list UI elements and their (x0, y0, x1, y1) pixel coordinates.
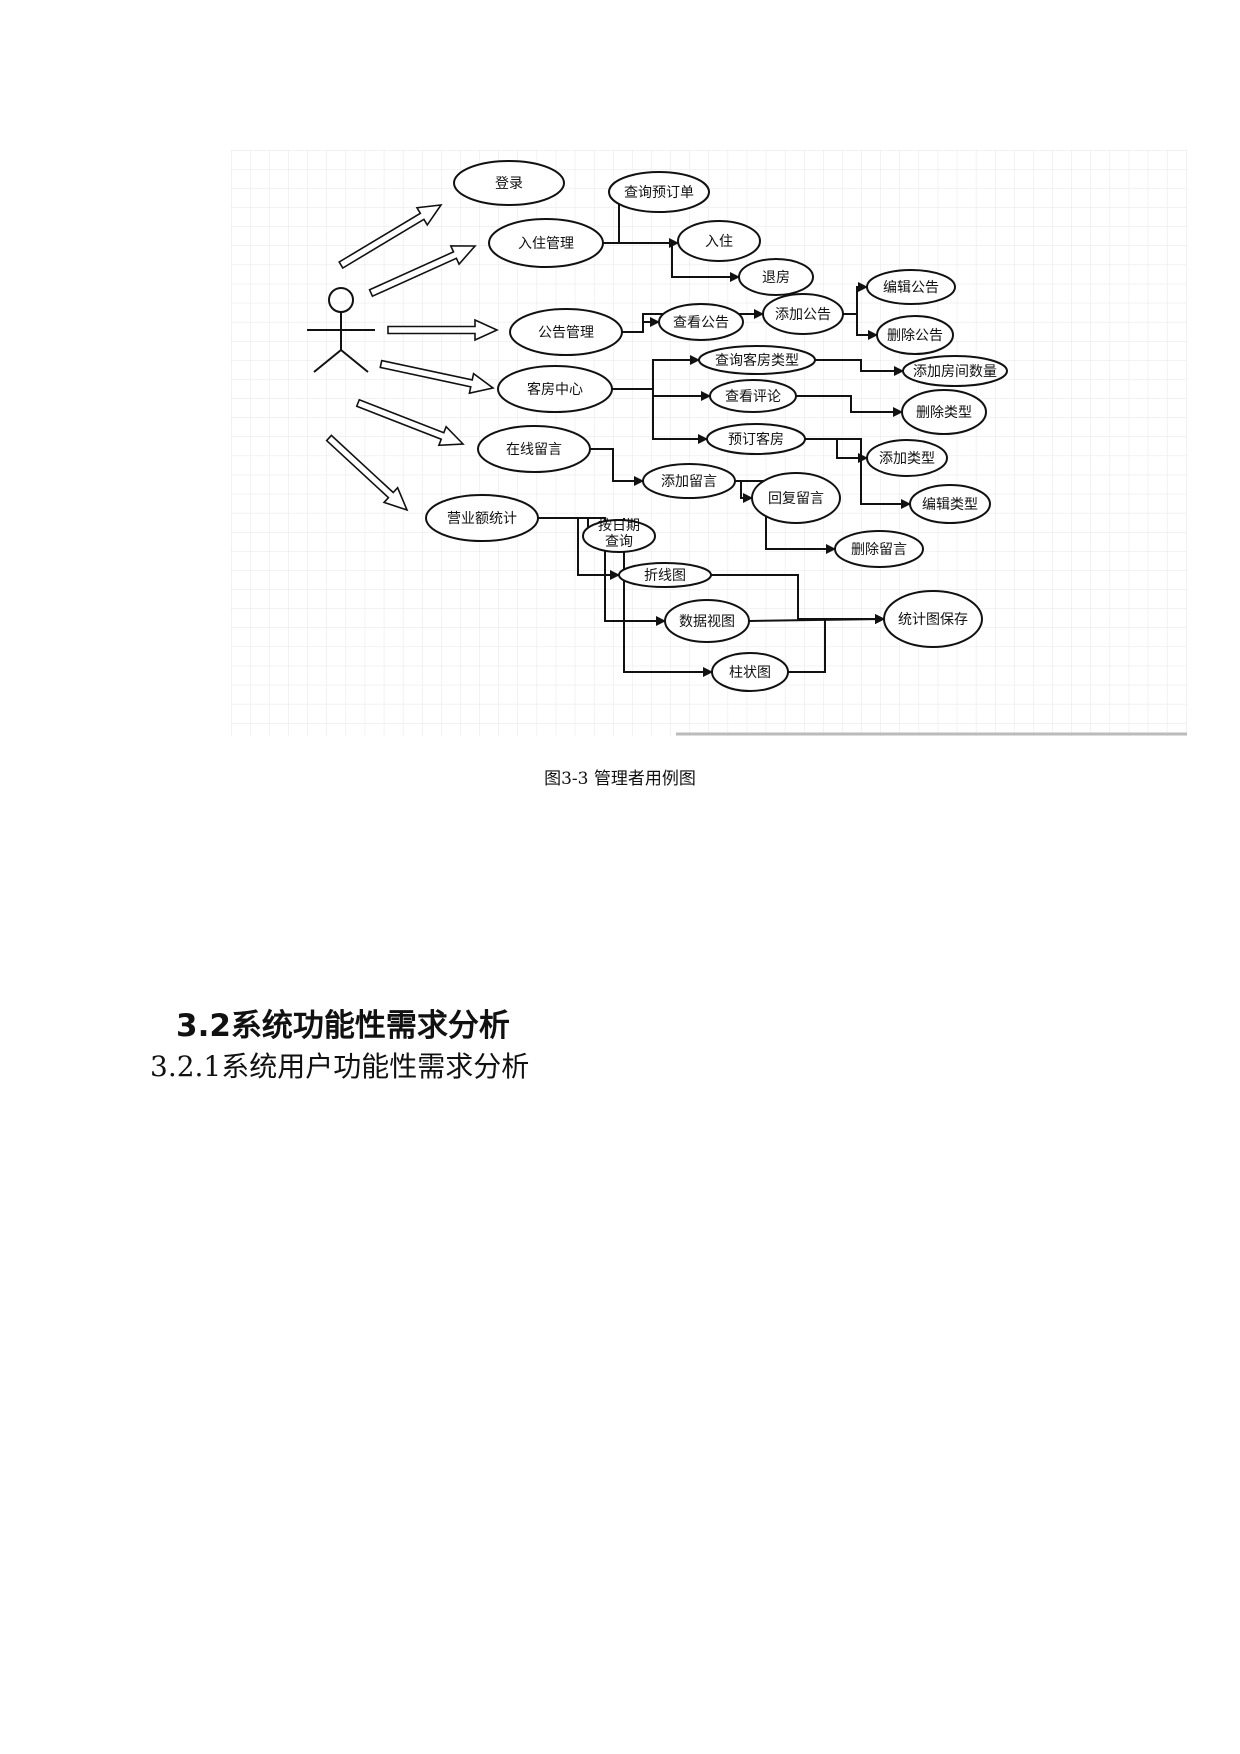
use-case-label: 添加类型 (879, 451, 935, 467)
use-case-label: 登录 (495, 176, 523, 192)
use-case-checkin-mgmt: 入住管理 (488, 218, 604, 268)
use-case-label: 删除类型 (916, 405, 972, 421)
use-case-save-chart: 统计图保存 (883, 590, 983, 648)
use-case-label: 柱状图 (729, 665, 771, 681)
use-case-label: 添加房间数量 (913, 364, 997, 380)
association-arrow (338, 204, 443, 270)
connector (843, 282, 868, 315)
connector (796, 395, 903, 417)
use-case-label: 退房 (762, 270, 790, 286)
figure-caption: 图3-3 管理者用例图 (544, 769, 696, 789)
connector (612, 388, 711, 401)
use-case-notice-mgmt: 公告管理 (509, 308, 623, 356)
use-case-label: 按日期 (598, 518, 640, 534)
section-heading: 3.2系统功能性需求分析 (176, 1008, 510, 1044)
use-case-checkout: 退房 (738, 258, 814, 296)
use-case-delete-type: 删除类型 (901, 389, 987, 435)
use-case-label: 查询客房类型 (715, 352, 799, 369)
use-case-data-view: 数据视图 (664, 599, 750, 643)
use-case-diagram: 登录入住管理查询预订单入住退房公告管理查看公告添加公告编辑公告删除公告客房中心查… (231, 150, 1187, 736)
use-case-label: 编辑类型 (922, 497, 978, 513)
use-case-add-type: 添加类型 (866, 439, 948, 477)
use-case-label: 删除公告 (887, 328, 943, 344)
use-case-add-notice: 添加公告 (762, 293, 844, 335)
use-case-revenue-stats: 营业额统计 (425, 494, 539, 542)
use-case-bar-chart: 柱状图 (711, 652, 789, 692)
connector (856, 314, 878, 340)
actor-figure (307, 287, 375, 373)
association-arrow (368, 245, 477, 298)
use-case-add-msg: 添加留言 (642, 463, 736, 499)
association-arrow (355, 398, 465, 447)
use-case-add-room-count: 添加房间数量 (902, 355, 1008, 387)
use-case-line-chart: 折线图 (618, 562, 712, 588)
connector (588, 517, 666, 626)
subsection-heading: 3.2.1系统用户功能性需求分析 (150, 1050, 530, 1083)
use-case-label: 查看评论 (725, 389, 781, 405)
use-case-checkin: 入住 (677, 220, 761, 262)
use-case-label: 回复留言 (768, 490, 824, 507)
use-case-label: 客房中心 (527, 381, 583, 398)
connector (603, 242, 740, 282)
use-case-label: 查询 (605, 534, 633, 550)
connector (815, 359, 904, 376)
use-case-label: 折线图 (644, 568, 686, 584)
use-case-label: 统计图保存 (898, 612, 968, 628)
use-case-delete-msg: 删除留言 (834, 530, 924, 568)
connector (805, 438, 911, 509)
connector (538, 517, 620, 580)
use-case-label: 在线留言 (506, 442, 562, 458)
association-arrow (379, 359, 495, 395)
association-arrows (325, 204, 499, 512)
use-case-label: 数据视图 (679, 614, 735, 630)
use-case-label: 添加公告 (775, 307, 831, 323)
connector (788, 614, 885, 673)
use-case-login: 登录 (453, 160, 565, 206)
use-case-edit-notice: 编辑公告 (866, 269, 956, 305)
connector (652, 396, 708, 444)
use-case-view-comment: 查看评论 (709, 379, 797, 413)
use-case-label: 查看公告 (673, 315, 729, 331)
use-case-label: 查询预订单 (624, 185, 694, 201)
use-case-delete-notice: 删除公告 (876, 315, 954, 355)
use-case-label: 编辑公告 (883, 280, 939, 296)
use-case-query-room-type: 查询客房类型 (698, 345, 816, 375)
use-case-label: 入住管理 (518, 236, 574, 252)
connector (590, 448, 644, 486)
use-case-view-notice: 查看公告 (658, 303, 744, 341)
use-case-book-room: 预订客房 (706, 423, 806, 455)
use-case-label: 营业额统计 (447, 511, 517, 527)
use-case-online-msg: 在线留言 (477, 425, 591, 473)
use-case-room-center: 客房中心 (497, 365, 613, 413)
association-arrow (325, 434, 409, 512)
association-arrow (387, 318, 499, 342)
use-case-edit-type: 编辑类型 (909, 484, 991, 524)
use-case-query-order: 查询预订单 (608, 171, 710, 213)
use-case-label: 添加留言 (661, 474, 717, 490)
use-case-label: 删除留言 (851, 542, 907, 558)
use-case-label: 公告管理 (538, 325, 594, 341)
use-case-label: 入住 (705, 234, 733, 250)
use-case-reply-msg: 回复留言 (751, 472, 841, 524)
use-case-label: 预订客房 (728, 431, 784, 448)
